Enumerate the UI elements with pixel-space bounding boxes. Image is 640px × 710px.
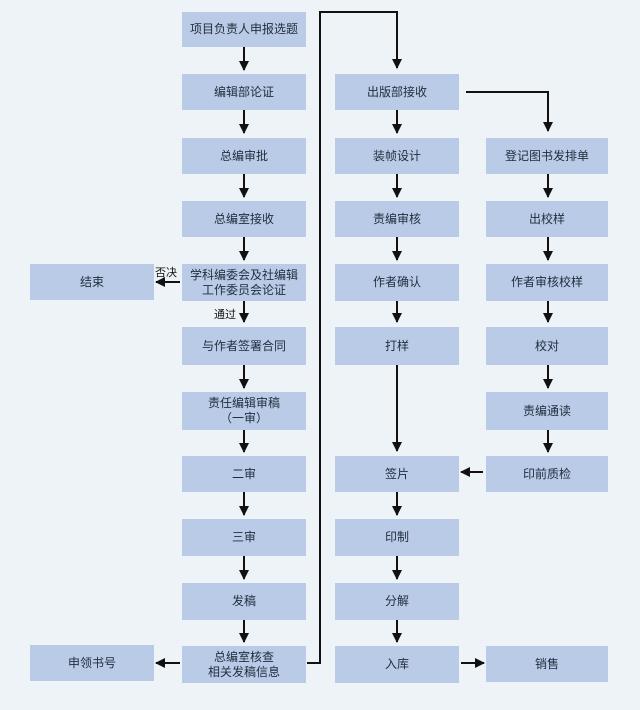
node-editor-read-through: 责编通读: [486, 392, 608, 430]
node-first-review: 责任编辑审稿 （一审）: [182, 392, 306, 430]
label-reject: 否决: [155, 266, 177, 279]
node-submit-manuscript: 发稿: [182, 583, 306, 620]
node-editorial-review: 编辑部论证: [182, 74, 306, 110]
node-project-application: 项目负责人申报选题: [182, 12, 306, 47]
node-sales: 销售: [486, 646, 608, 682]
node-end: 结束: [30, 264, 154, 300]
node-proofread: 校对: [486, 327, 608, 365]
node-galley-proof: 出校样: [486, 201, 608, 237]
node-committee-review: 学科编委会及社编辑 工作委员会论证: [182, 264, 306, 301]
node-verify-info: 总编室核查 相关发稿信息: [182, 646, 306, 683]
node-third-review: 三审: [182, 519, 306, 556]
node-author-confirm: 作者确认: [335, 264, 459, 301]
node-printing: 印制: [335, 519, 459, 556]
node-editor-audit: 责编审核: [335, 201, 459, 237]
node-second-review: 二审: [182, 456, 306, 492]
node-register-typeset: 登记图书发排单: [486, 138, 608, 174]
node-sign-contract: 与作者签署合同: [182, 327, 306, 365]
node-chief-approval: 总编审批: [182, 138, 306, 174]
node-proofing: 打样: [335, 327, 459, 365]
node-apply-isbn: 申领书号: [30, 645, 154, 681]
node-chief-office-receive: 总编室接收: [182, 201, 306, 237]
connector-to-publishing: [307, 11, 402, 664]
connector-to-c3: [466, 91, 553, 132]
node-publishing-receive: 出版部接收: [335, 74, 459, 110]
node-decompose: 分解: [335, 583, 459, 620]
node-sign-film: 签片: [335, 456, 459, 492]
node-warehouse: 入库: [335, 646, 459, 683]
node-prepress-qc: 印前质检: [486, 456, 608, 492]
node-binding-design: 装帧设计: [335, 138, 459, 174]
label-pass: 通过: [214, 308, 236, 321]
node-author-proof-review: 作者审核校样: [486, 264, 608, 301]
